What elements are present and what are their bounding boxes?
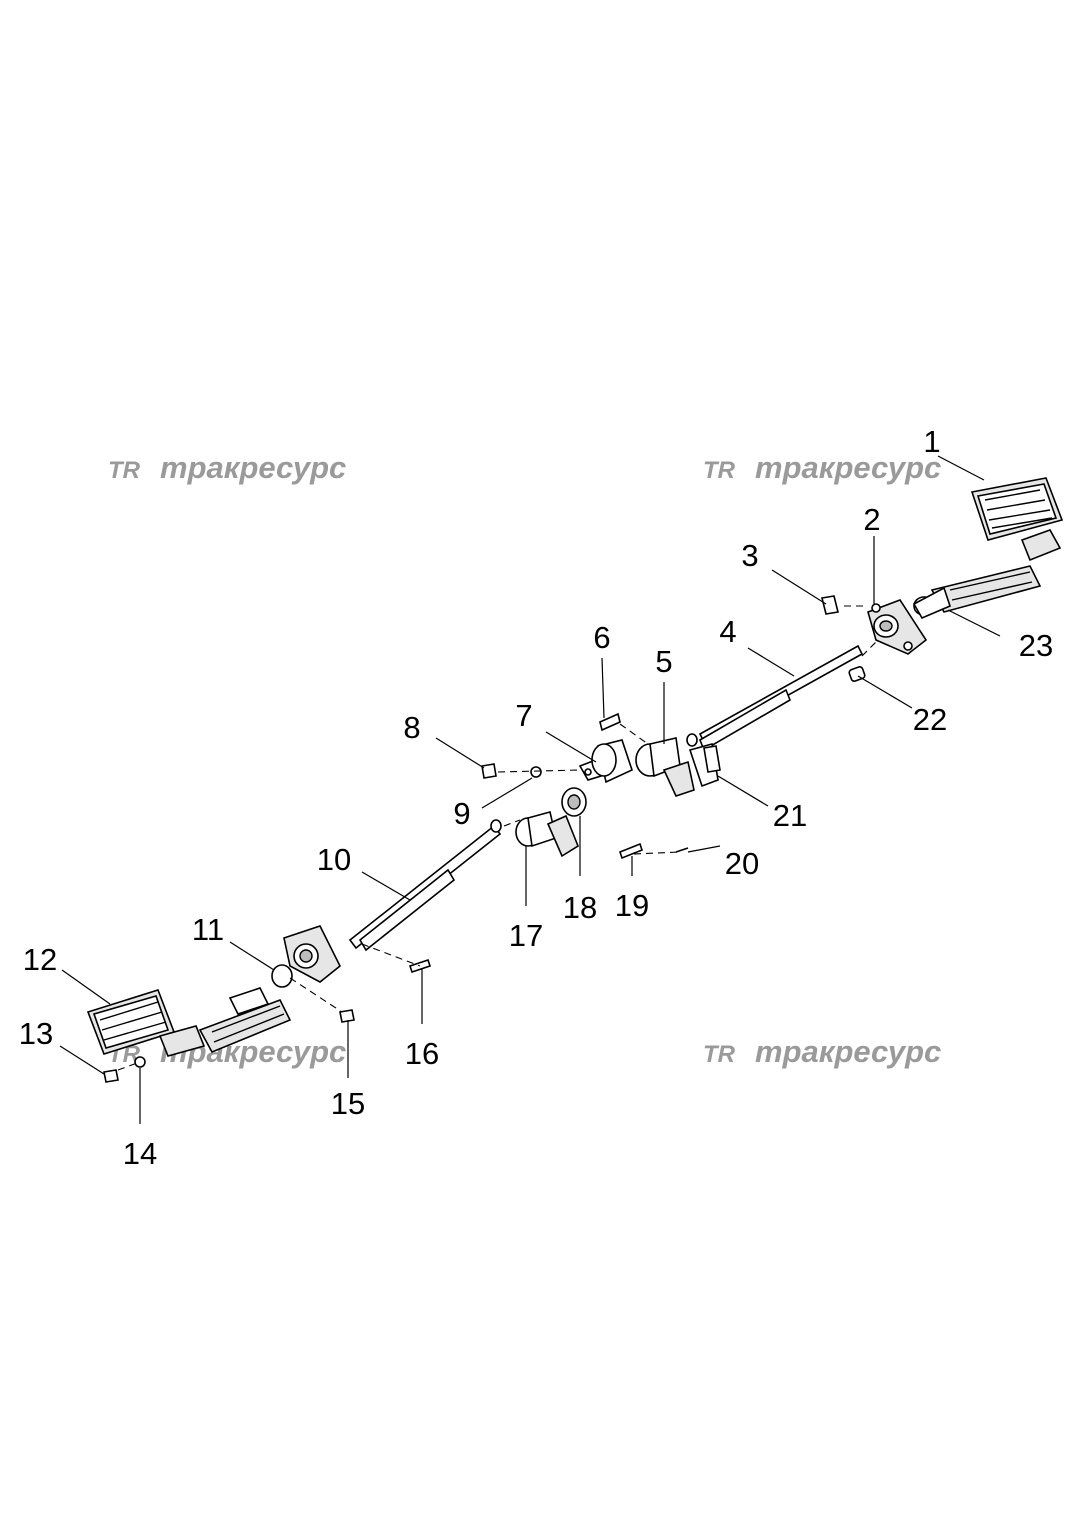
callout-9: 9 <box>453 796 470 831</box>
part-central-sleeve <box>591 739 633 784</box>
callout-8: 8 <box>403 710 420 745</box>
part-9-washer <box>530 766 542 778</box>
part-19-bolt <box>619 842 643 860</box>
part-15-screw <box>339 1009 355 1023</box>
callout-22: 22 <box>913 702 947 737</box>
part-left-lever <box>198 987 292 1054</box>
callout-21: 21 <box>773 798 807 833</box>
callout-2: 2 <box>863 502 880 537</box>
callout-4: 4 <box>719 614 736 649</box>
part-3-plate <box>821 595 839 615</box>
callout-18: 18 <box>563 890 597 925</box>
callout-23: 23 <box>1019 628 1053 663</box>
part-14-washer <box>134 1056 146 1068</box>
watermark-logo: TR <box>108 457 141 484</box>
part-21-fork <box>688 742 721 788</box>
part-20-small-pin <box>675 847 689 853</box>
callout-15: 15 <box>331 1086 365 1121</box>
callout-20: 20 <box>725 846 759 881</box>
part-23-right-lever <box>912 565 1042 620</box>
part-1-right-pedal <box>970 477 1064 562</box>
part-11-bushing <box>271 964 293 988</box>
callout-6: 6 <box>593 620 610 655</box>
leader-lines <box>59 455 1001 1124</box>
watermark-top-left: TR тракресурс <box>108 450 346 485</box>
part-17-collar <box>515 811 579 858</box>
part-2-right-bracket <box>867 599 928 655</box>
part-13-bolt <box>103 1069 119 1083</box>
callout-labels: 1 2 3 4 5 6 7 8 9 10 11 12 13 14 15 16 1… <box>19 424 1053 1171</box>
callout-16: 16 <box>405 1036 439 1071</box>
callout-10: 10 <box>317 842 351 877</box>
watermark-text: тракресурс <box>755 1034 941 1069</box>
callout-17: 17 <box>509 918 543 953</box>
part-5-collar <box>635 737 695 797</box>
callout-19: 19 <box>615 888 649 923</box>
part-4-right-shaft <box>686 644 864 752</box>
callout-3: 3 <box>741 538 758 573</box>
part-8-screw <box>481 763 497 779</box>
part-left-bracket <box>283 925 342 983</box>
callout-7: 7 <box>515 698 532 733</box>
callout-14: 14 <box>123 1136 157 1171</box>
part-12-left-pedal <box>86 989 206 1057</box>
callout-12: 12 <box>23 942 57 977</box>
callout-5: 5 <box>655 644 672 679</box>
watermark-text: тракресурс <box>160 450 346 485</box>
watermark-top-right: TR тракресурс <box>703 450 941 485</box>
assembly-axes <box>117 605 879 1071</box>
callout-1: 1 <box>923 424 940 459</box>
part-10-left-shaft <box>348 819 502 952</box>
watermark-bottom-right: TR тракресурс <box>703 1034 941 1069</box>
watermark-text: тракресурс <box>755 450 941 485</box>
watermark-logo: TR <box>703 1041 736 1068</box>
callout-13: 13 <box>19 1016 53 1051</box>
callout-11: 11 <box>192 912 224 947</box>
watermark-logo: TR <box>703 457 736 484</box>
part-6-pin <box>599 712 621 732</box>
part-18-bearing <box>561 787 587 817</box>
